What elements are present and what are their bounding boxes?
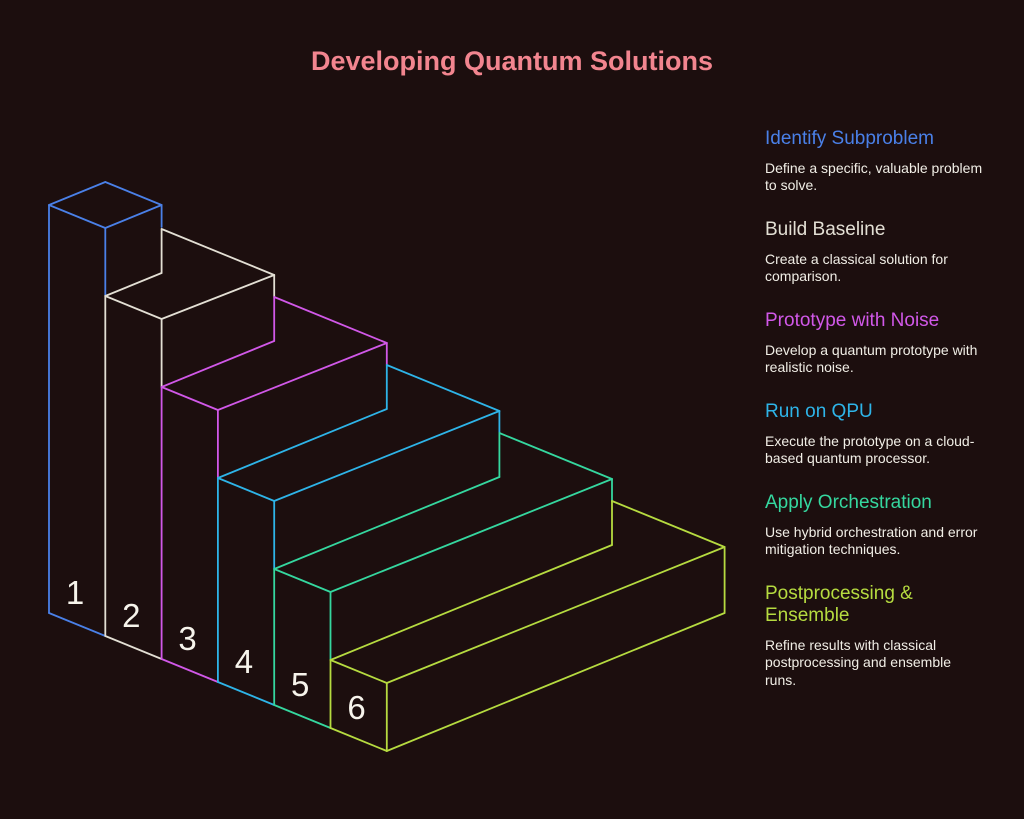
- step-edge: [160, 274, 276, 320]
- legend-item-title: Apply Orchestration: [765, 492, 932, 513]
- step-edge: [498, 432, 613, 480]
- step-edge: [385, 546, 726, 684]
- legend-item-description: Create a classical solution for comparis…: [765, 251, 948, 285]
- step-edge: [104, 204, 163, 229]
- step-edge: [104, 272, 163, 297]
- step-edge: [273, 410, 501, 502]
- step-number: 4: [235, 643, 253, 680]
- step-edge: [104, 181, 163, 206]
- step-number: 6: [347, 689, 365, 726]
- legend-item-description: Execute the prototype on a cloud-based q…: [765, 433, 975, 467]
- legend-item-description: Define a specific, valuable problem to s…: [765, 160, 983, 194]
- step-edge: [160, 658, 219, 683]
- legend-item-title: Postprocessing & Ensemble: [765, 583, 913, 626]
- step-edge: [329, 478, 613, 593]
- legend-item-description: Refine results with classical postproces…: [765, 637, 952, 688]
- step-edge: [273, 296, 388, 344]
- page-title: Developing Quantum Solutions: [310, 46, 713, 76]
- legend-item-description: Develop a quantum prototype with realist…: [765, 342, 978, 376]
- step-edge: [48, 204, 107, 229]
- step-edge: [160, 340, 276, 388]
- step-edge: [273, 704, 332, 729]
- step-number: 2: [122, 597, 140, 634]
- step-edge: [104, 295, 163, 320]
- step-number: 5: [291, 666, 309, 703]
- step-number: 3: [178, 620, 196, 657]
- step-edge: [160, 228, 276, 276]
- step-number: 1: [66, 574, 84, 611]
- legend-item-title: Prototype with Noise: [765, 310, 940, 331]
- step-edge: [216, 342, 388, 411]
- legend-item-title: Identify Subproblem: [765, 128, 934, 149]
- legend-item: Run on QPU Execute the prototype on a clo…: [765, 401, 993, 468]
- step-edge: [216, 477, 276, 502]
- step-edge: [216, 408, 388, 479]
- step-edge: [216, 681, 276, 706]
- step-edge: [611, 500, 726, 548]
- step-edge: [385, 364, 501, 412]
- step-edge: [104, 635, 163, 660]
- step-edge: [273, 476, 501, 570]
- legend-item-description: Use hybrid orchestration and error mitig…: [765, 524, 978, 558]
- step-edge: [385, 612, 726, 752]
- step-edge: [160, 386, 219, 411]
- step-edge: [329, 659, 388, 684]
- legend-item-title: Build Baseline: [765, 219, 886, 240]
- step-edge: [329, 544, 613, 661]
- step-edge: [48, 612, 107, 637]
- legend-item-title: Run on QPU: [765, 401, 873, 422]
- step-edge: [329, 727, 388, 752]
- step-edge: [273, 568, 332, 593]
- step-edge: [48, 181, 107, 206]
